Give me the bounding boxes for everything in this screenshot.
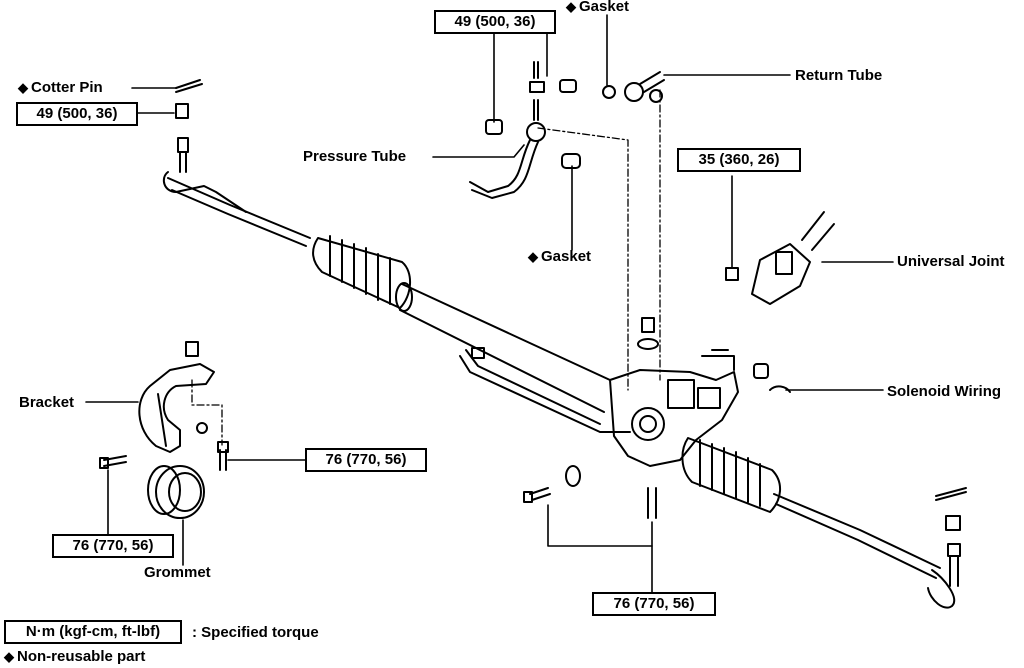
return-tube-label: Return Tube [795, 67, 883, 84]
nonreusable-diamond-icon: ◆ [4, 649, 14, 664]
alignment-lines [191, 89, 661, 446]
bracket-assembly [99, 341, 229, 519]
solenoid-wiring-label: Solenoid Wiring [887, 383, 1002, 400]
torque-box-bottom-center: 76 (770, 56) [592, 592, 716, 616]
legend-unit-description: : Specified torque [192, 624, 319, 641]
torque-box-lower-left: 76 (770, 56) [52, 534, 174, 558]
gasket-top-label: ◆Gasket [566, 0, 630, 15]
grommet-label: Grommet [144, 564, 211, 581]
legend-unit-box: N·m (kgf-cm, ft-lbf) [4, 620, 182, 644]
universal-joint-label: Universal Joint [897, 253, 1005, 270]
small-parts [175, 61, 967, 531]
torque-box-top-center: 49 (500, 36) [434, 10, 556, 34]
bracket-label: Bracket [19, 394, 75, 411]
nonreusable-diamond-icon: ◆ [566, 0, 576, 14]
torque-box-right: 35 (360, 26) [677, 148, 801, 172]
torque-box-bracket-bolt: 76 (770, 56) [305, 448, 427, 472]
rack-housing [162, 137, 961, 609]
cotter-pin-label: ◆Cotter Pin [18, 79, 103, 96]
leader-lines [85, 14, 894, 593]
torque-box-top-left: 49 (500, 36) [16, 102, 138, 126]
pressure-tube-label: Pressure Tube [303, 148, 407, 165]
nonreusable-diamond-icon: ◆ [528, 249, 538, 264]
gasket-mid-label: ◆Gasket [528, 248, 592, 265]
nonreusable-diamond-icon: ◆ [18, 80, 28, 95]
legend-nonreusable: ◆Non-reusable part [4, 648, 146, 665]
